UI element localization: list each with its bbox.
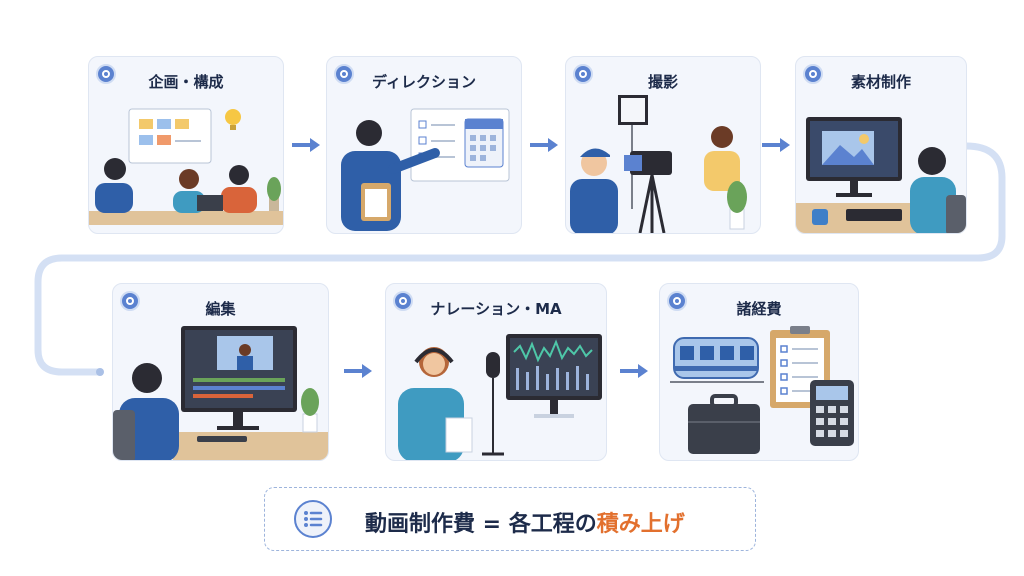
step-badge-icon xyxy=(96,64,116,84)
step-title: ナレーション・MA xyxy=(430,300,562,318)
step-card-material: 素材制作 xyxy=(795,56,967,234)
summary-text: 動画制作費 = 各工程の積み上げ xyxy=(365,506,685,538)
step-card-direction: ディレクション xyxy=(326,56,522,234)
arrow-right-icon xyxy=(292,138,320,152)
arrow-right-icon xyxy=(344,364,372,378)
step-badge-icon xyxy=(573,64,593,84)
step-card-filming: 撮影 xyxy=(565,56,761,234)
list-icon xyxy=(294,500,332,538)
step-card-expenses: 諸経費 xyxy=(659,283,859,461)
filming-camera-icon xyxy=(570,95,747,233)
summary-main: 動画制作費 = 各工程の xyxy=(365,512,597,537)
step-badge-icon xyxy=(120,291,140,311)
step-badge-icon xyxy=(393,291,413,311)
arrow-right-icon xyxy=(762,138,790,152)
step-title: ディレクション xyxy=(372,73,476,91)
step-title: 編集 xyxy=(205,300,236,318)
step-title: 諸経費 xyxy=(736,300,782,318)
step-card-planning: 企画・構成 xyxy=(88,56,284,234)
summary-box: 動画制作費 = 各工程の積み上げ xyxy=(264,487,756,551)
direction-clipboard-icon xyxy=(341,108,510,231)
step-title: 撮影 xyxy=(647,73,678,91)
arrow-right-icon xyxy=(620,364,648,378)
planning-meeting-icon xyxy=(89,108,283,225)
summary-emphasis: 積み上げ xyxy=(596,512,685,537)
narration-microphone-icon xyxy=(398,334,602,460)
expenses-icon xyxy=(670,326,854,454)
material-design-icon xyxy=(796,117,966,233)
step-title: 企画・構成 xyxy=(148,73,224,91)
step-badge-icon xyxy=(334,64,354,84)
step-badge-icon xyxy=(803,64,823,84)
step-title: 素材制作 xyxy=(850,73,911,91)
step-card-editing: 編集 xyxy=(112,283,329,461)
step-card-narration: ナレーション・MA xyxy=(385,283,607,461)
arrow-right-icon xyxy=(530,138,558,152)
video-editing-icon xyxy=(113,326,328,460)
step-badge-icon xyxy=(667,291,687,311)
